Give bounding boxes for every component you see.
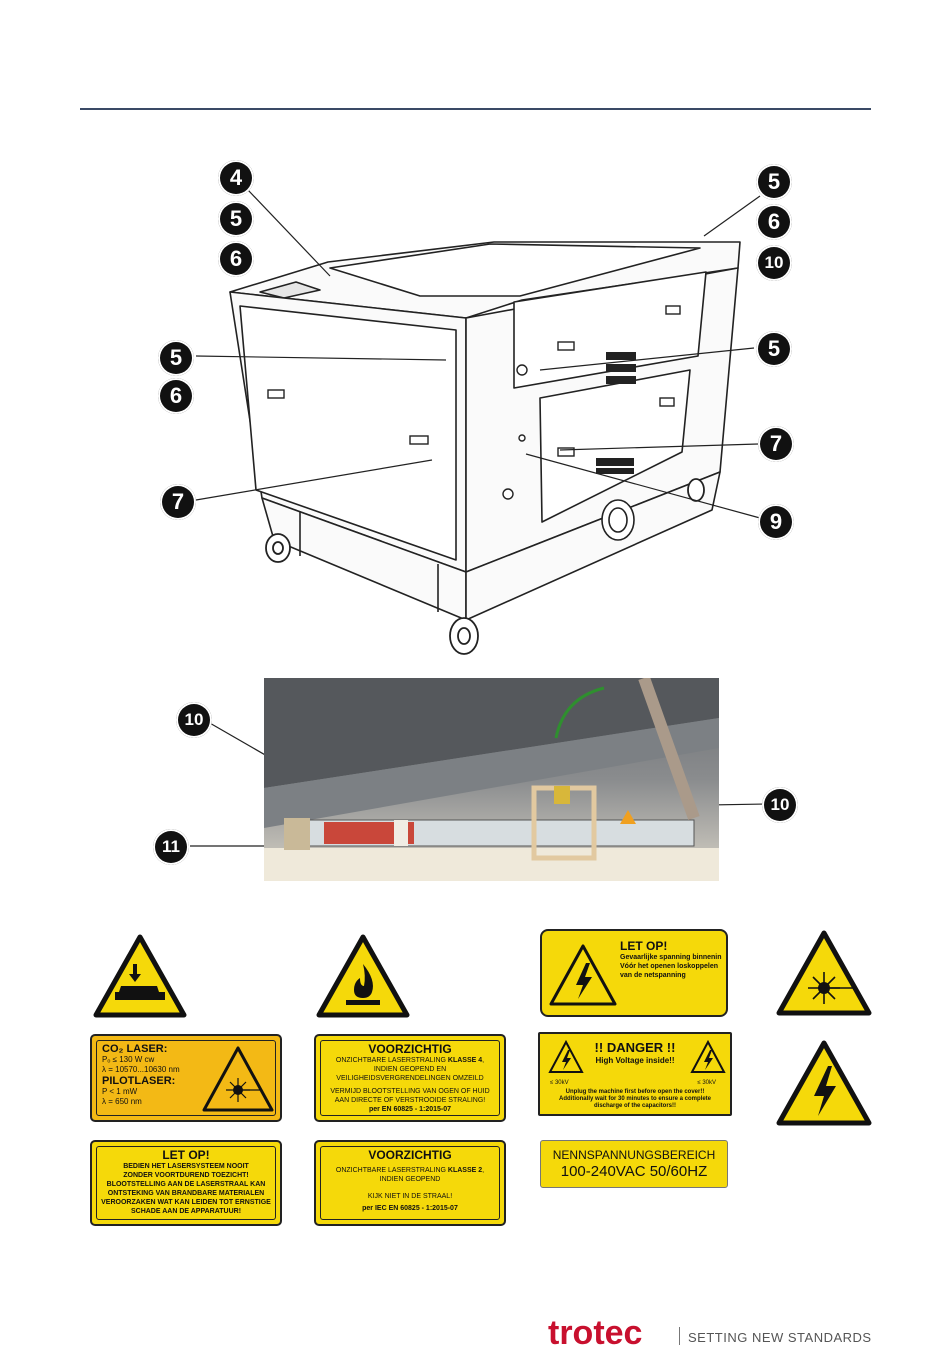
label-line: BEDIEN HET LASERSYSTEEM NOOIT: [123, 1163, 249, 1170]
label-line: VERMIJD BLOOTSTELLING VAN OGEN OF HUID: [330, 1088, 490, 1095]
high-voltage-warning-icon: [548, 1040, 584, 1073]
label-line: ZONDER VOORTDUREND TOEZICHT!: [123, 1172, 249, 1179]
letop-voltage-label: LET OP! Gevaarlijke spanning binnenin Vó…: [540, 929, 728, 1017]
pilot-power: P < 1 mW: [102, 1087, 138, 1096]
label-line: Gevaarlijke spanning binnenin: [620, 954, 722, 961]
footer-divider: [679, 1327, 680, 1345]
label-line: INDIEN GEOPEND EN: [373, 1066, 447, 1073]
label-title: VOORZICHTIG: [368, 1148, 452, 1162]
voltage-range-title: NENNSPANNUNGSBEREICH: [552, 1148, 716, 1162]
header-rule: [80, 108, 871, 110]
label-line: KIJK NIET IN DE STRAAL!: [367, 1193, 453, 1200]
label-line: VEILIGHEIDSVERGRENDELINGEN OMZEILD: [336, 1075, 484, 1082]
laser-tube-photo: [264, 678, 719, 881]
pilot-title: PILOTLASER:: [102, 1075, 176, 1087]
callout-5: 5: [756, 164, 792, 200]
label-line: ONZICHTBARE LASERSTRALING KLASSE 4,: [335, 1057, 485, 1064]
high-voltage-warning-icon: [549, 944, 617, 1006]
callout-6: 6: [218, 241, 254, 277]
label-title: VOORZICHTIG: [368, 1042, 452, 1056]
callout-7: 7: [758, 426, 794, 462]
kv-right: ≤ 30kV: [697, 1080, 716, 1086]
callout-7: 7: [160, 484, 196, 520]
flammable-warning-icon: [316, 934, 410, 1018]
voorzichtig-class4-label: VOORZICHTIG ONZICHTBARE LASERSTRALING KL…: [314, 1034, 506, 1122]
co2-title: CO₂ LASER:: [102, 1043, 168, 1055]
voltage-range-label: NENNSPANNUNGSBEREICH 100-240VAC 50/60HZ: [540, 1140, 728, 1188]
label-line: Additionally wait for 30 minutes to ensu…: [558, 1096, 712, 1102]
label-line: ONTSTEKING VAN BRANDBARE MATERIALEN: [107, 1190, 265, 1197]
co2-wavelength: λ = 10570...10630 nm: [102, 1065, 180, 1074]
callout-10: 10: [176, 702, 212, 738]
laser-radiation-warning-icon: [202, 1046, 274, 1112]
trotec-logo: trotec: [548, 1314, 643, 1352]
label-line: van de netspanning: [620, 972, 686, 979]
pilot-wavelength: λ = 650 nm: [102, 1097, 142, 1106]
label-standard: per IEC EN 60825 - 1:2015-07: [362, 1205, 458, 1212]
callout-4: 4: [218, 160, 254, 196]
callout-5: 5: [158, 340, 194, 376]
label-subtitle: High Voltage inside!!: [595, 1056, 675, 1065]
high-voltage-warning-icon: [776, 1040, 872, 1126]
label-title: LET OP!: [620, 939, 668, 953]
laser-machine-illustration: [229, 241, 741, 655]
danger-high-voltage-label: !! DANGER !! High Voltage inside!! ≤ 30k…: [538, 1032, 732, 1116]
label-line: AAN DIRECTE OF VERSTROOIDE STRALING!: [334, 1097, 486, 1104]
callout-5: 5: [756, 331, 792, 367]
callout-5: 5: [218, 201, 254, 237]
co2-power: Pₒ ≤ 130 W cw: [102, 1055, 155, 1064]
co2-laser-label: CO₂ LASER: Pₒ ≤ 130 W cw λ = 10570...106…: [90, 1034, 282, 1122]
callout-11: 11: [153, 829, 189, 865]
label-line: Vóór het openen loskoppelen: [620, 963, 719, 970]
label-line: Unplug the machine first before open the…: [565, 1089, 705, 1095]
callout-6: 6: [158, 378, 194, 414]
label-line: SCHADE AAN DE APPARATUUR!: [130, 1208, 242, 1215]
label-standard: per EN 60825 - 1:2015-07: [368, 1106, 452, 1113]
callout-10: 10: [762, 787, 798, 823]
label-line: ONZICHTBARE LASERSTRALING KLASSE 2,: [335, 1167, 485, 1174]
label-line: BLOOTSTELLING AAN DE LASERSTRAAL KAN: [106, 1181, 266, 1188]
label-title: LET OP!: [162, 1148, 210, 1162]
voltage-range-value: 100-240VAC 50/60HZ: [560, 1163, 708, 1180]
label-title: !! DANGER !!: [594, 1040, 676, 1055]
label-line: VEROORZAKEN WAT KAN LEIDEN TOT ERNSTIGE: [101, 1199, 271, 1206]
callout-6: 6: [756, 204, 792, 240]
label-line: discharge of the capacitors!!: [593, 1103, 677, 1109]
label-line: INDIEN GEOPEND: [379, 1176, 441, 1183]
high-voltage-warning-icon: [690, 1040, 726, 1073]
voorzichtig-class2-label: VOORZICHTIG ONZICHTBARE LASERSTRALING KL…: [314, 1140, 506, 1226]
kv-left: ≤ 30kV: [550, 1080, 569, 1086]
callout-10: 10: [756, 245, 792, 281]
footer-slogan: SETTING NEW STANDARDS: [688, 1330, 872, 1345]
laser-radiation-warning-icon: [776, 930, 872, 1016]
hand-crush-warning-icon: [93, 934, 187, 1018]
letop-fire-label: LET OP! BEDIEN HET LASERSYSTEEM NOOIT ZO…: [90, 1140, 282, 1226]
callout-9: 9: [758, 504, 794, 540]
